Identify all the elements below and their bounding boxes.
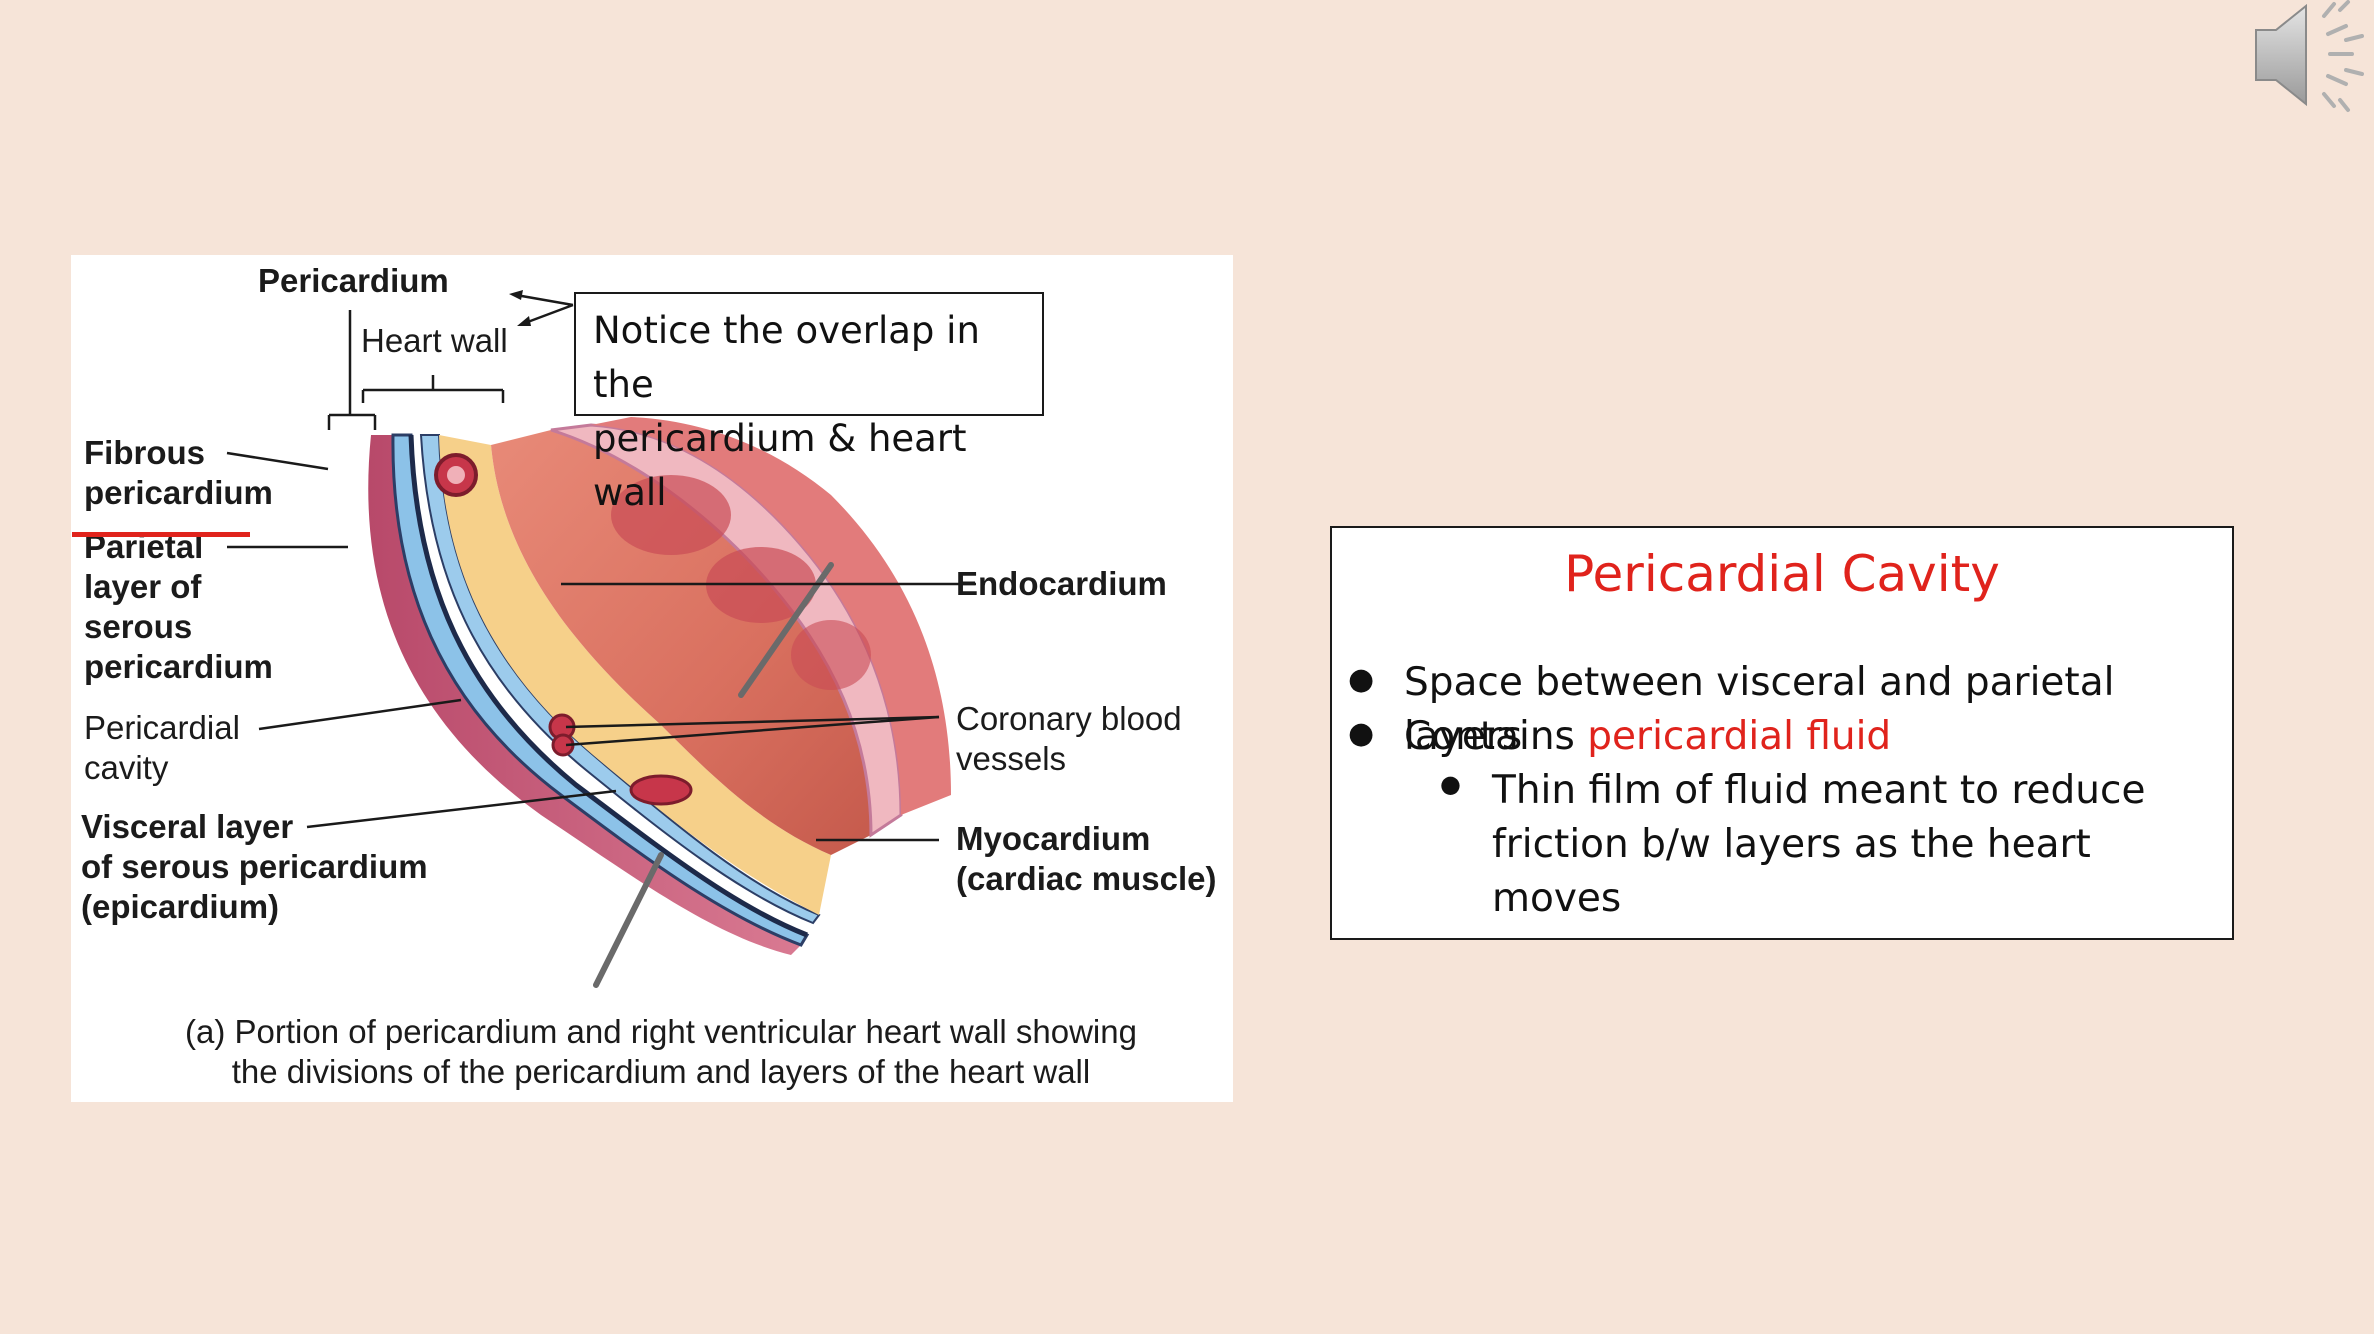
bullet-dot: ● [1348,662,1375,697]
pericardial-cavity-label: Pericardial cavity [84,709,240,786]
speaker-icon[interactable] [2248,0,2374,116]
overlap-note: Notice the overlap in the pericardium & … [574,292,1044,514]
bullet-2: Contains pericardial fluid [1404,710,1891,764]
visceral-layer-label: Visceral layer of serous pericardium (ep… [81,808,428,925]
bullet-dot: ● [1348,716,1375,751]
parietal-layer-label: Parietal layer of serous pericardium [84,528,273,685]
coronary-vessels-label: Coronary blood vessels [956,700,1182,777]
bullet-1: Space between visceral and parietal laye… [1404,660,2115,759]
myocardium-label: Myocardium (cardiac muscle) [956,820,1217,897]
endocardium-label: Endocardium [956,565,1167,602]
definition-title: Pericardial Cavity [1564,545,2000,603]
sub-bullet-dot: ● [1440,770,1461,798]
cavity-underline [72,532,250,537]
heart-wall-label: Heart wall [361,322,508,359]
sub-bullet: Thin film of fluid meant to reduce frict… [1492,768,2146,921]
pericardium-figure: Pericardium Heart wall Notice the overla… [71,255,1233,1102]
fibrous-pericardium-label: Fibrous pericardium [84,434,273,511]
heart-wall-illustration [226,290,976,988]
pericardium-label: Pericardium [258,262,449,299]
pericardial-fluid-highlight: pericardial fluid [1587,714,1892,759]
definition-box: Pericardial Cavity ● Space between visce… [1330,526,2234,940]
bullet-2-prefix: Contains [1404,714,1588,759]
figure-caption: (a) Portion of pericardium and right ven… [185,1013,1137,1090]
